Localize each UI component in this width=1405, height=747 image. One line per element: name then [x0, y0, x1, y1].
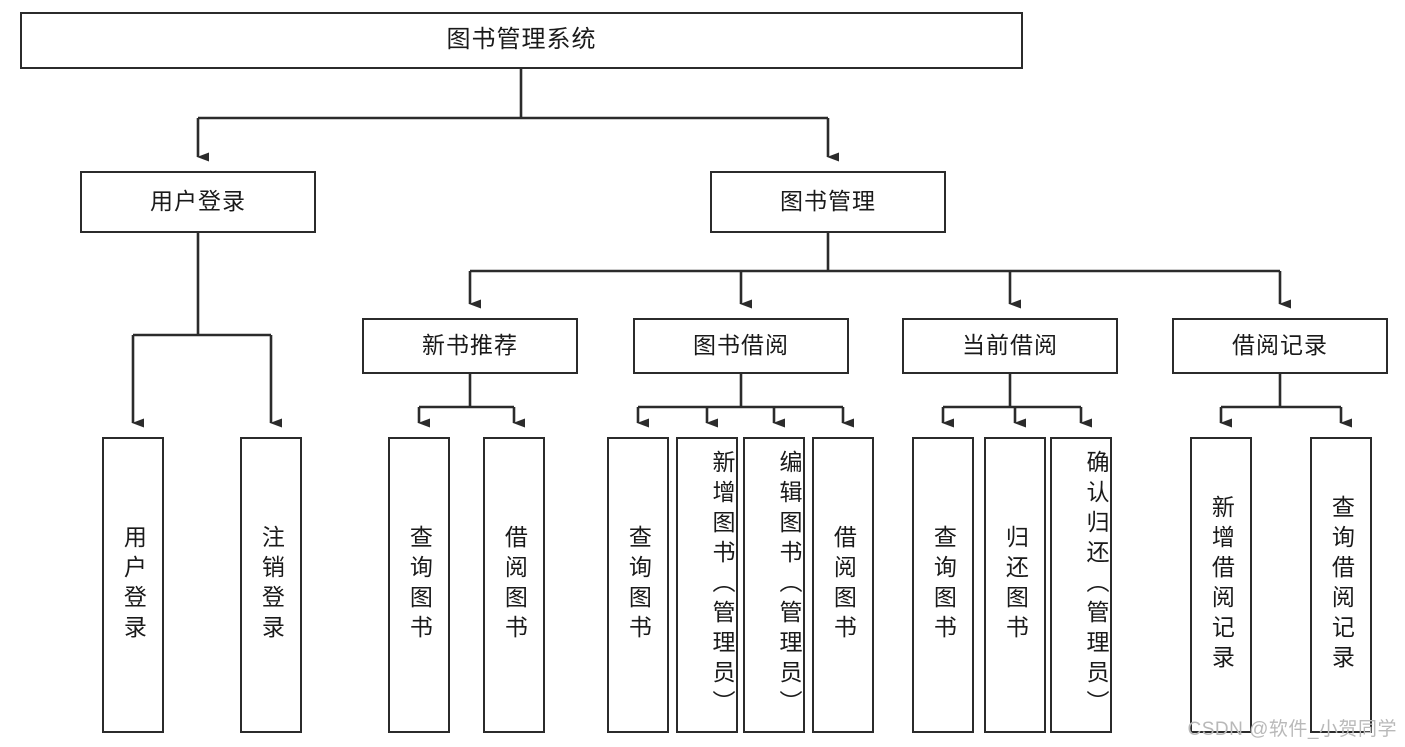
node-leaf-query-book-1[interactable]: 查询图书	[388, 437, 450, 733]
node-root[interactable]: 图书管理系统	[20, 12, 1023, 69]
node-borrow-record[interactable]: 借阅记录	[1172, 318, 1388, 374]
node-book-borrow[interactable]: 图书借阅	[633, 318, 849, 374]
node-leaf-user-login[interactable]: 用户登录	[102, 437, 164, 733]
leaf-label: 借阅图书	[501, 525, 528, 645]
node-leaf-borrow-book-2[interactable]: 借阅图书	[812, 437, 874, 733]
leaf-label: 查询图书	[625, 525, 652, 645]
watermark: CSDN @软件_小贺同学	[1187, 719, 1397, 740]
leaf-label: 编辑图书（管理员）	[776, 450, 802, 720]
leaf-label: 借阅图书	[830, 525, 857, 645]
node-leaf-edit-book[interactable]: 编辑图书（管理员）	[743, 437, 805, 733]
node-leaf-query-book-2[interactable]: 查询图书	[607, 437, 669, 733]
leaf-label: 新增图书（管理员）	[709, 450, 735, 720]
node-leaf-add-book[interactable]: 新增图书（管理员）	[676, 437, 738, 733]
node-leaf-query-book-3[interactable]: 查询图书	[912, 437, 974, 733]
leaf-label: 查询图书	[930, 525, 957, 645]
node-current-borrow[interactable]: 当前借阅	[902, 318, 1118, 374]
leaf-label: 查询图书	[406, 525, 433, 645]
node-leaf-query-record[interactable]: 查询借阅记录	[1310, 437, 1372, 733]
node-user-login[interactable]: 用户登录	[80, 171, 316, 233]
node-leaf-return-book[interactable]: 归还图书	[984, 437, 1046, 733]
leaf-label: 确认归还（管理员）	[1083, 450, 1109, 720]
node-new-book-rec[interactable]: 新书推荐	[362, 318, 578, 374]
node-leaf-confirm-return[interactable]: 确认归还（管理员）	[1050, 437, 1112, 733]
leaf-label: 注销登录	[258, 525, 285, 645]
node-book-manage[interactable]: 图书管理	[710, 171, 946, 233]
leaf-label: 查询借阅记录	[1328, 495, 1355, 675]
leaf-label: 归还图书	[1002, 525, 1029, 645]
node-leaf-user-logout[interactable]: 注销登录	[240, 437, 302, 733]
node-leaf-add-record[interactable]: 新增借阅记录	[1190, 437, 1252, 733]
node-leaf-borrow-book-1[interactable]: 借阅图书	[483, 437, 545, 733]
leaf-label: 新增借阅记录	[1208, 495, 1235, 675]
leaf-label: 用户登录	[120, 525, 147, 645]
